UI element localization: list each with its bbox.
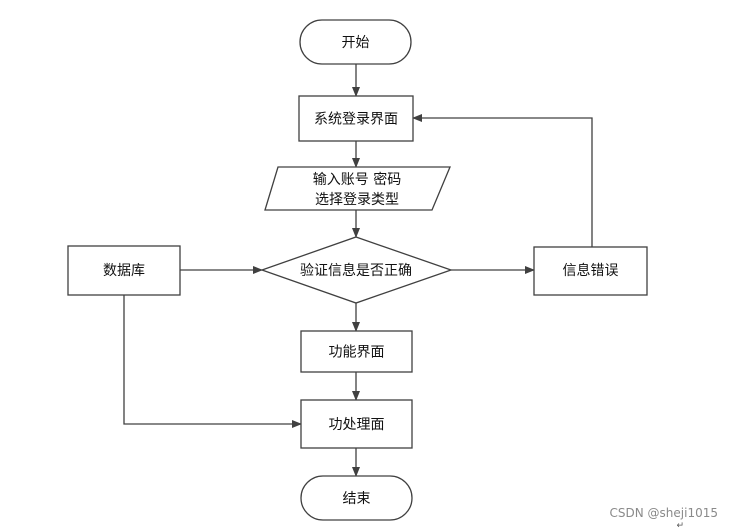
return-mark-icon: ↵ [676, 521, 684, 528]
login-page-label: 系统登录界面 [314, 112, 398, 128]
verify-decision-shape [260, 236, 453, 304]
node-verify: 验证信息是否正确 [260, 236, 453, 304]
node-login-page: 系统登录界面 [298, 95, 414, 142]
input-label-line1: 输入账号 密码 [313, 171, 401, 188]
node-error: 信息错误 [533, 246, 648, 296]
csdn-watermark: CSDN @sheji1015 [609, 506, 718, 520]
node-function-page: 功能界面 [300, 330, 413, 373]
function-page-shape [300, 330, 413, 373]
edge-error-to-login [412, 114, 593, 247]
end-label: 结束 [343, 491, 371, 507]
database-shape [67, 245, 181, 296]
node-database: 数据库 [67, 245, 181, 296]
connectors [123, 64, 593, 477]
function-page-label: 功能界面 [329, 345, 385, 361]
database-label: 数据库 [103, 263, 145, 279]
edge-database-to-process [123, 295, 302, 428]
node-end: 结束 [300, 475, 413, 521]
end-terminal-shape [300, 475, 413, 521]
process-page-label: 功处理面 [329, 417, 385, 433]
node-input: 输入账号 密码 选择登录类型 [264, 166, 451, 211]
verify-label: 验证信息是否正确 [300, 262, 412, 279]
start-terminal-shape [299, 19, 412, 65]
login-page-shape [298, 95, 414, 142]
error-shape [533, 246, 648, 296]
node-process-page: 功处理面 [300, 399, 413, 449]
error-label: 信息错误 [563, 262, 619, 279]
input-label-line2: 选择登录类型 [315, 192, 399, 208]
process-page-shape [300, 399, 413, 449]
input-parallelogram-shape [264, 166, 451, 211]
start-label: 开始 [342, 35, 370, 51]
node-start: 开始 [299, 19, 412, 65]
